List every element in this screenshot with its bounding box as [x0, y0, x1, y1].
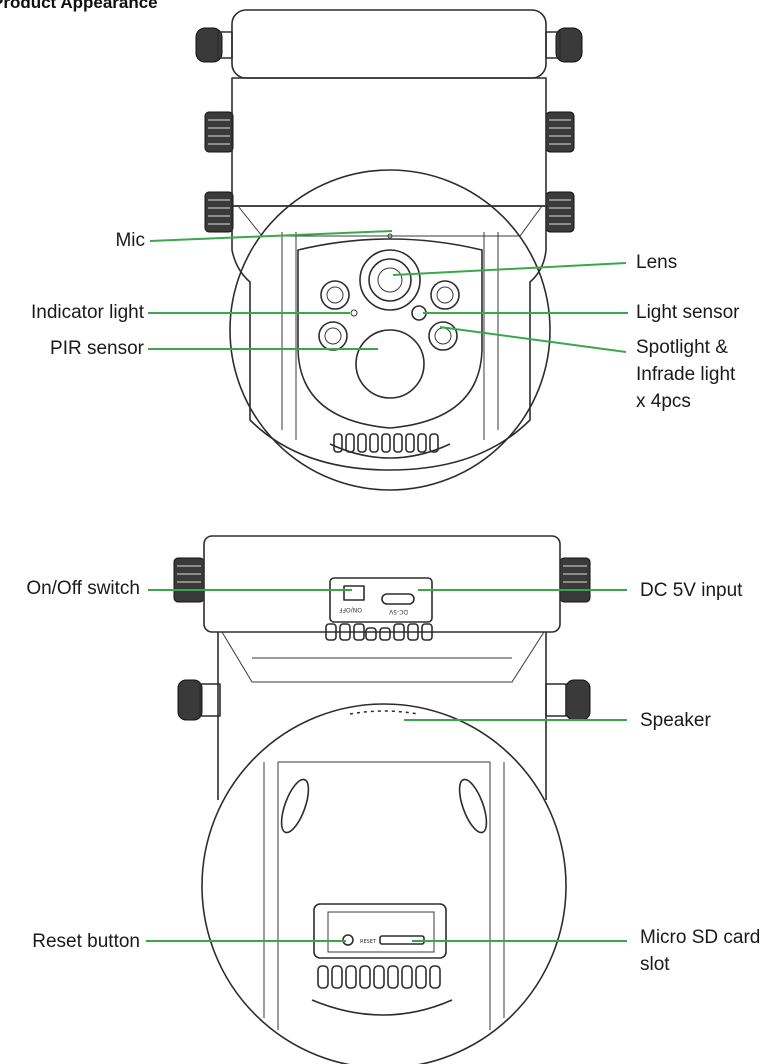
- front-top-cap: [231, 9, 547, 79]
- front-view: [195, 9, 583, 491]
- pir-sensor: [355, 329, 425, 399]
- label-lens: Lens: [636, 252, 678, 273]
- label-pir-sensor: PIR sensor: [50, 338, 144, 359]
- label-micro-sd: Micro SD card slot: [640, 927, 761, 975]
- label-spotlight: Spotlight & Infrade light x 4pcs: [636, 337, 736, 412]
- label-dc-input: DC 5V input: [640, 580, 743, 601]
- front-side-knobs: [195, 27, 583, 233]
- label-speaker: Speaker: [640, 710, 711, 731]
- usb-engraving: DC-5V: [388, 608, 408, 615]
- back-vents: [325, 623, 433, 641]
- sd-panel: [313, 903, 447, 959]
- back-top-block: [203, 535, 561, 633]
- reset-engraving: RESET: [360, 939, 377, 945]
- spotlights: [318, 280, 460, 351]
- front-main-block: [231, 77, 547, 207]
- port-panel: [329, 577, 433, 623]
- front-grille: [329, 433, 451, 459]
- leader-lines: [146, 230, 628, 942]
- speaker-holes: [349, 710, 419, 715]
- label-reset-button: Reset button: [32, 931, 140, 952]
- back-view: ON/OFF DC-5V RESET: [173, 535, 591, 1064]
- mic-hole: [387, 233, 393, 239]
- leader-lens: [392, 262, 627, 276]
- front-lower-shell: [231, 205, 547, 471]
- lens: [359, 249, 421, 311]
- back-dome: [201, 703, 567, 1064]
- label-indicator-light: Indicator light: [30, 302, 144, 323]
- usb-c-port: [381, 593, 415, 605]
- front-dome: [229, 169, 551, 491]
- label-on-off-switch: On/Off switch: [26, 578, 140, 599]
- leader-spotlight: [439, 326, 627, 353]
- page-title: Product Appearance: [0, 0, 158, 12]
- mount-slots: [280, 778, 488, 834]
- leader-mic: [149, 230, 393, 242]
- switch-engraving: ON/OFF: [339, 606, 362, 613]
- lens-module: [297, 238, 483, 429]
- label-light-sensor: Light sensor: [636, 302, 740, 323]
- on-off-switch: [343, 585, 365, 601]
- back-grille: [311, 965, 453, 1016]
- indicator-light: [350, 309, 358, 317]
- label-mic: Mic: [115, 230, 145, 251]
